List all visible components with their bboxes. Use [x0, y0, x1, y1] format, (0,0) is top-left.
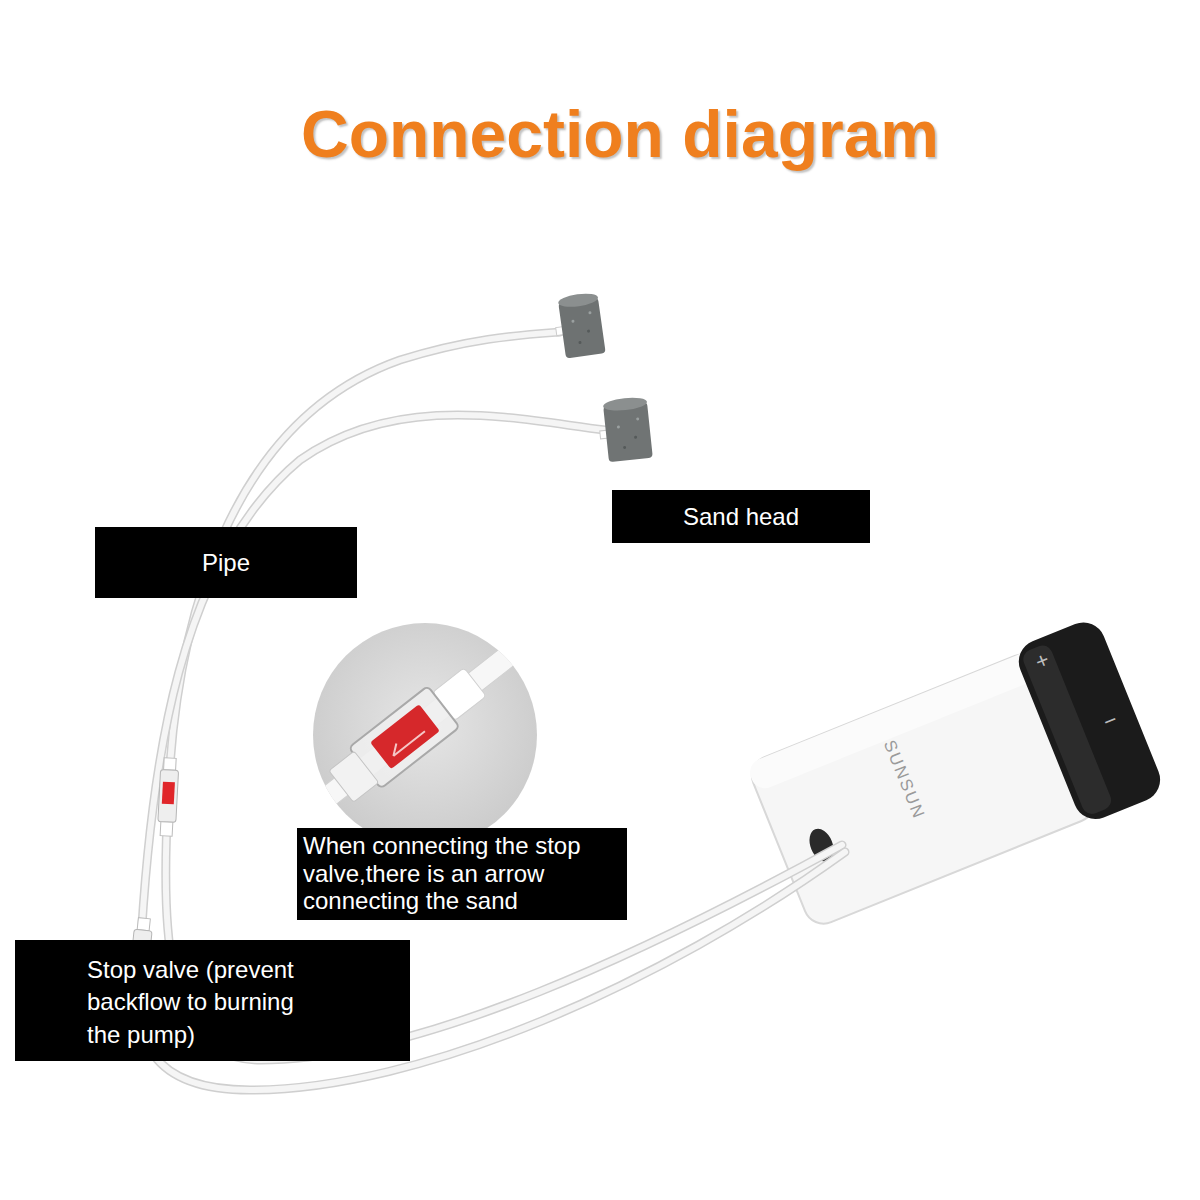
callout-box: When connecting the stop valve,there is …	[297, 828, 627, 920]
callout-text: When connecting the stop valve,there is …	[303, 832, 621, 915]
magnified-valve	[278, 606, 562, 847]
diagram-title: Connection diagram	[120, 96, 1120, 172]
air-stone	[552, 292, 606, 360]
check-valve	[157, 758, 179, 837]
air-stone	[597, 396, 653, 463]
air-pump	[743, 616, 1167, 935]
callout-text: Pipe	[202, 549, 250, 577]
callout-text: Stop valve (prevent backflow to burning …	[87, 954, 312, 1051]
callout-box: Sand head	[612, 490, 870, 543]
callout-box: Stop valve (prevent backflow to burning …	[15, 940, 410, 1061]
callout-text: Sand head	[683, 503, 799, 531]
callout-box: Pipe	[95, 527, 357, 598]
